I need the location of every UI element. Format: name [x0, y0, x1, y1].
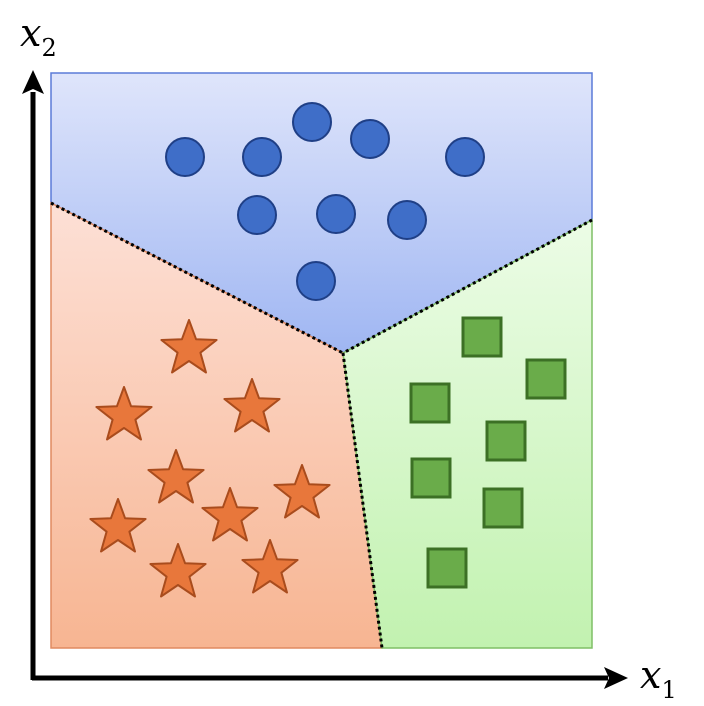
star-markers: [89, 319, 331, 598]
square-marker-5: [410, 457, 452, 499]
star-marker-9: [241, 539, 299, 594]
star-marker-6: [89, 498, 147, 553]
square-marker-2: [525, 358, 567, 400]
circle-marker-9: [296, 261, 336, 301]
circle-marker-5: [445, 137, 485, 177]
boundary-orange-green: [341, 352, 384, 649]
y-axis-label-subscript: 2: [41, 34, 56, 62]
y-axis-label: x2: [20, 11, 57, 62]
circle-marker-7: [316, 194, 356, 234]
boundary-blue-orange: [50, 201, 344, 355]
star-marker-7: [201, 487, 259, 542]
square-marker-3: [409, 382, 451, 424]
y-axis-label-main: x: [20, 11, 41, 55]
boundary-blue-green: [342, 218, 593, 355]
star-marker-4: [147, 449, 205, 504]
circle-marker-2: [242, 137, 282, 177]
x-axis-arrowhead: [604, 667, 628, 689]
axes: [22, 70, 628, 689]
square-marker-4: [485, 420, 527, 462]
star-marker-1: [160, 319, 218, 374]
circle-marker-8: [387, 200, 427, 240]
square-markers: [409, 316, 567, 589]
star-marker-2: [95, 386, 153, 441]
y-axis-arrowhead: [22, 70, 44, 94]
square-marker-1: [461, 316, 503, 358]
star-marker-5: [273, 464, 331, 519]
star-marker-8: [149, 543, 207, 598]
circle-marker-3: [292, 102, 332, 142]
circle-marker-4: [350, 119, 390, 159]
square-marker-7: [426, 547, 468, 589]
square-marker-6: [482, 487, 524, 529]
x-axis-label: x1: [640, 653, 677, 704]
decision-boundaries: [50, 201, 593, 649]
x-axis-label-main: x: [640, 653, 661, 697]
circle-markers: [165, 102, 485, 301]
circle-marker-6: [237, 195, 277, 235]
star-marker-3: [223, 378, 281, 433]
x-axis-label-subscript: 1: [661, 676, 676, 704]
circle-marker-1: [165, 137, 205, 177]
